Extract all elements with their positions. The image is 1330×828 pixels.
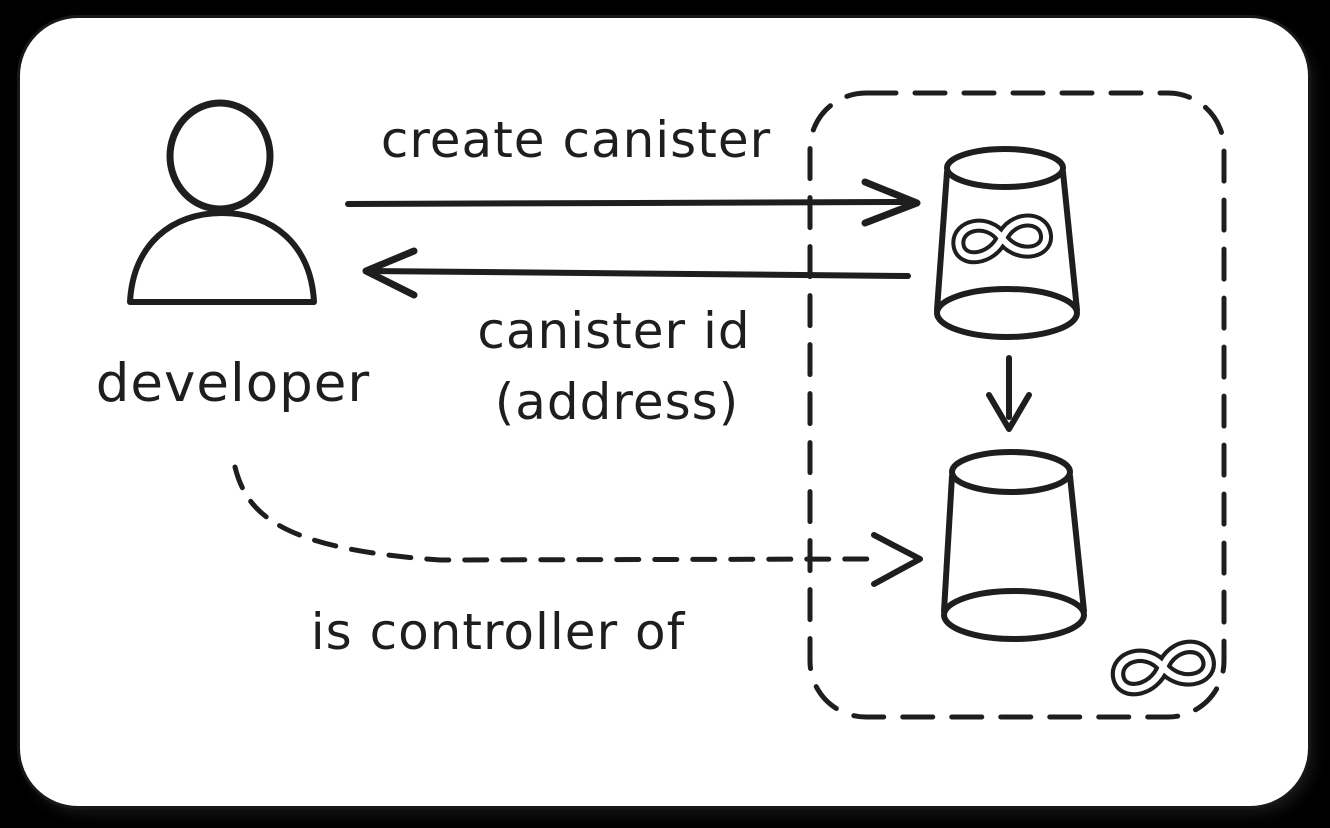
arrow-head-right-icon [861, 178, 921, 227]
person-head [166, 99, 274, 213]
canister-id-label: canister id [477, 302, 750, 360]
bucket-right-side [1060, 169, 1080, 313]
person-icon [127, 99, 317, 305]
bucket-right-side [1067, 473, 1087, 614]
canister-bucket-icon-top [934, 146, 1080, 340]
is-controller-arrow [232, 464, 923, 587]
arrow-head-left-icon [362, 247, 418, 299]
arrow-head-right-icon [871, 532, 923, 587]
bucket-bottom-rim [941, 588, 1087, 642]
bucket-left-side [934, 169, 950, 313]
create-canister-arrow [345, 178, 921, 227]
is-controller-label: is controller of [311, 603, 686, 661]
bucket-top-rim [944, 146, 1066, 190]
person-body [127, 210, 317, 305]
diagram-svg: developer create canister canister id (a… [96, 90, 1227, 720]
canister-id-arrow [362, 247, 911, 299]
canister-address-label: (address) [495, 373, 739, 431]
arrow-head-down-icon [986, 392, 1032, 432]
subnet-dashed-box [807, 90, 1227, 720]
bucket-top-rim [949, 449, 1073, 495]
create-canister-label: create canister [381, 111, 771, 169]
arrow-shaft [371, 268, 911, 279]
bucket-bottom-rim [934, 286, 1080, 340]
developer-label: developer [96, 353, 370, 414]
arrow-shaft [345, 199, 909, 207]
infinity-icon [1111, 639, 1216, 697]
dashed-arrow-shaft [232, 464, 871, 563]
bucket-left-side [941, 473, 955, 614]
canister-bucket-icon-bottom [941, 449, 1087, 642]
spawn-canister-arrow [986, 355, 1032, 432]
diagram-canvas: developer create canister canister id (a… [20, 18, 1308, 806]
infinity-icon [951, 213, 1053, 265]
